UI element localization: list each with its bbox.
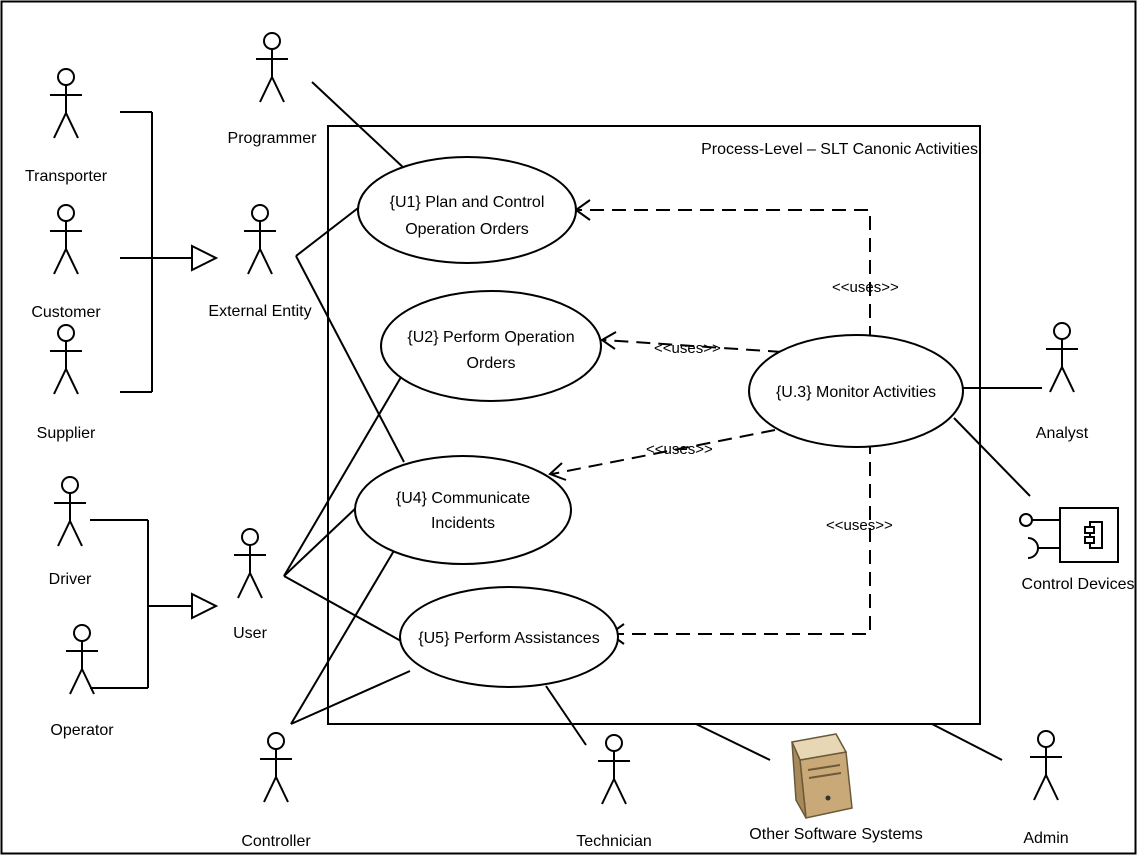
actor-transporter[interactable]: Transporter — [25, 68, 108, 185]
uses-label-u4: <<uses>> — [646, 441, 713, 458]
boundary-title: Process-Level – SLT Canonic Activities — [701, 141, 978, 158]
svg-text:{U2} Perform Operation: {U2} Perform Operation — [407, 329, 574, 346]
actor-analyst[interactable]: Analyst — [1036, 322, 1089, 442]
actor-supplier[interactable]: Supplier — [37, 324, 96, 442]
use-case-u4[interactable]: {U4} Communicate Incidents — [354, 455, 572, 565]
svg-text:Controller: Controller — [241, 833, 311, 850]
actor-customer[interactable]: Customer — [31, 204, 101, 321]
svg-text:Programmer: Programmer — [228, 130, 318, 147]
svg-text:Other Software Systems: Other Software Systems — [749, 826, 922, 843]
system-boundary — [327, 125, 981, 725]
svg-text:Control Devices: Control Devices — [1022, 576, 1135, 593]
svg-text:Customer: Customer — [31, 304, 101, 321]
svg-text:Supplier: Supplier — [37, 425, 96, 442]
svg-text:Driver: Driver — [49, 571, 92, 588]
use-case-u1[interactable]: {U1} Plan and Control Operation Orders — [357, 156, 577, 264]
associations — [283, 81, 1042, 761]
uses-label-u5: <<uses>> — [826, 517, 893, 534]
svg-text:User: User — [233, 625, 267, 642]
actor-programmer[interactable]: Programmer — [228, 32, 318, 147]
svg-text:{U4} Communicate: {U4} Communicate — [396, 490, 530, 507]
use-case-u3[interactable]: {U.3} Monitor Activities — [748, 334, 964, 448]
actor-user[interactable]: User — [233, 528, 268, 642]
uses-label-u2: <<uses>> — [654, 340, 721, 357]
svg-text:Analyst: Analyst — [1036, 425, 1089, 442]
svg-text:{U1} Plan and Control: {U1} Plan and Control — [390, 194, 545, 211]
server-icon — [790, 733, 853, 819]
actor-other-software-systems[interactable]: Other Software Systems — [749, 733, 923, 843]
actor-admin[interactable]: Admin — [1023, 730, 1069, 847]
actor-controller[interactable]: Controller — [241, 732, 311, 850]
actor-external-entity[interactable]: External Entity — [208, 204, 312, 320]
svg-text:Technician: Technician — [576, 833, 652, 850]
svg-text:Operation Orders: Operation Orders — [405, 221, 529, 238]
actor-control-devices[interactable]: Control Devices — [1019, 507, 1135, 593]
svg-text:Orders: Orders — [467, 355, 516, 372]
use-case-u2[interactable]: {U2} Perform Operation Orders — [380, 290, 602, 402]
actor-driver[interactable]: Driver — [49, 476, 92, 588]
actor-operator[interactable]: Operator — [50, 624, 114, 739]
svg-text:External Entity: External Entity — [208, 303, 311, 320]
svg-text:Incidents: Incidents — [431, 515, 495, 532]
actor-technician[interactable]: Technician — [576, 734, 652, 850]
uses-label-u1: <<uses>> — [832, 279, 899, 296]
svg-text:{U.3} Monitor Activities: {U.3} Monitor Activities — [776, 384, 936, 401]
use-case-u5[interactable]: {U5} Perform Assistances — [399, 586, 619, 688]
svg-text:Admin: Admin — [1023, 830, 1068, 847]
component-icon — [1019, 507, 1119, 563]
svg-text:Transporter: Transporter — [25, 168, 108, 185]
generalization-user — [90, 519, 219, 689]
svg-text:Operator: Operator — [50, 722, 114, 739]
svg-text:{U5} Perform Assistances: {U5} Perform Assistances — [418, 630, 599, 647]
generalization-external-entity — [120, 111, 219, 393]
